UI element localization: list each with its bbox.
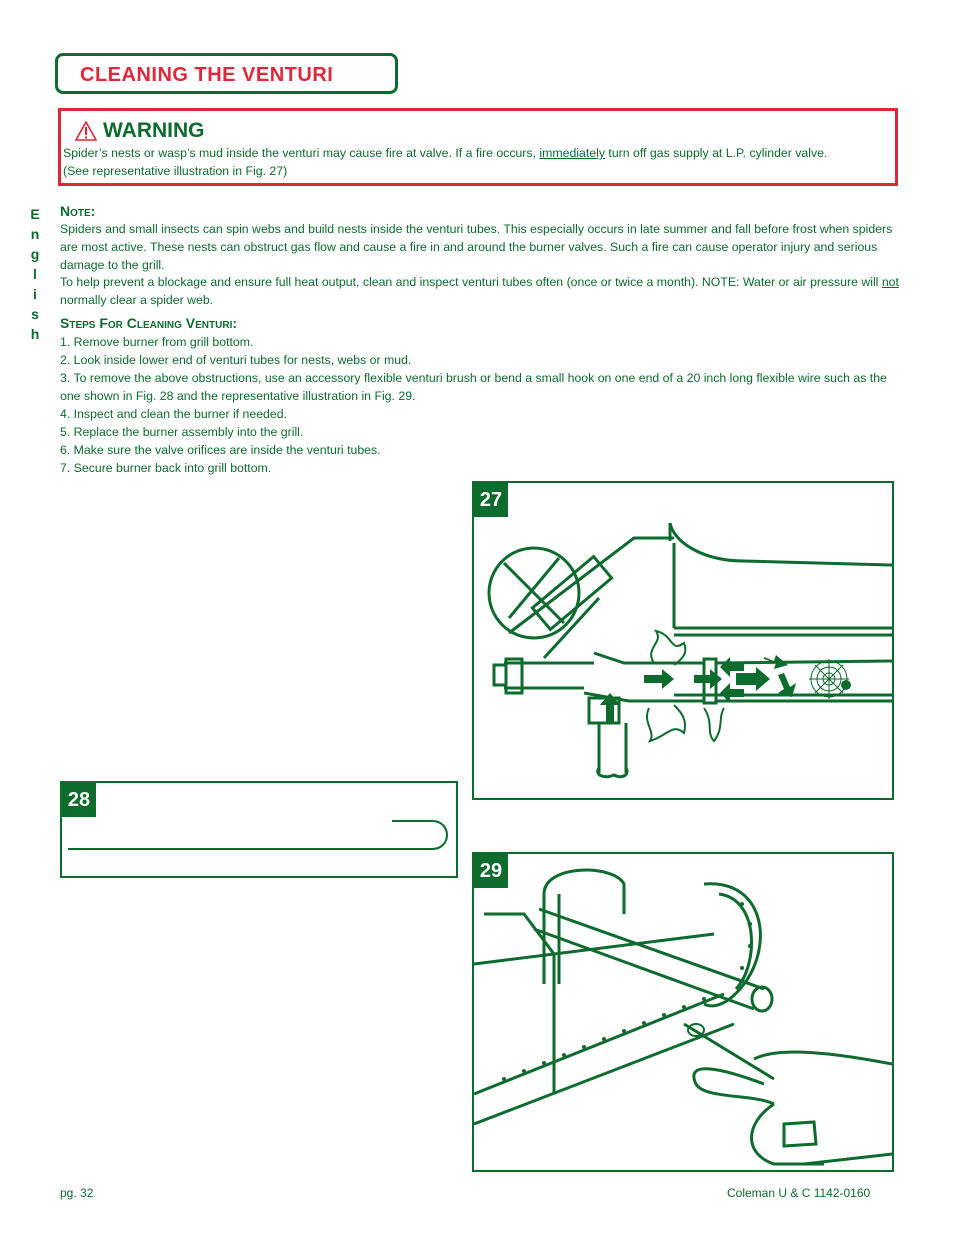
note-paragraph-2: To help prevent a blockage and ensure fu…: [60, 273, 900, 309]
side-tab-letter: n: [30, 226, 40, 242]
section-title-box: CLEANING THE VENTURI: [55, 53, 398, 94]
step-item: 1. Remove burner from grill bottom.: [60, 335, 254, 349]
figure-28: 28: [60, 781, 458, 878]
side-tab-letter: l: [33, 266, 37, 282]
warning-text-line2: (See representative illustration in Fig.…: [63, 164, 288, 178]
side-tab-letter: s: [31, 306, 39, 322]
step-item: 2. Look inside lower end of venturi tube…: [60, 353, 412, 367]
document-id: Coleman U & C 1142-0160: [727, 1186, 871, 1200]
step-item: 4. Inspect and clean the burner if neede…: [60, 407, 287, 421]
warning-text-emphasis: immediately: [539, 146, 605, 160]
page-number: pg. 32: [60, 1186, 94, 1200]
figure-28-number: 28: [62, 783, 96, 817]
side-tab-letter: E: [30, 206, 40, 222]
note-paragraph-1: Spiders and small insects can spin webs …: [60, 222, 893, 272]
section-title: CLEANING THE VENTURI: [80, 64, 334, 86]
wire-cleaning-illustration: [474, 868, 892, 1166]
side-tab-letter: g: [30, 246, 40, 262]
steps-list: 1. Remove burner from grill bottom. 2. L…: [60, 333, 900, 477]
warning-text-part1: Spider’s nests or wasp’s mud inside the …: [63, 146, 540, 160]
note-paragraph-2-part2: normally clear a spider web.: [60, 293, 214, 307]
warning-header: WARNING: [75, 119, 205, 143]
warning-triangle-icon: [75, 121, 97, 141]
warning-box: WARNING Spider’s nests or wasp’s mud ins…: [58, 108, 898, 186]
note-heading: Note:: [60, 203, 96, 219]
warning-text-part2: turn off gas supply at L.P. cylinder val…: [605, 146, 828, 160]
step-item: 5. Replace the burner assembly into the …: [60, 425, 304, 439]
side-tab-letter: i: [33, 286, 37, 302]
side-tab-letter: h: [30, 326, 40, 342]
hooked-wire-illustration: [68, 820, 448, 850]
step-item: 6. Make sure the valve orifices are insi…: [60, 443, 381, 457]
figure-29-number: 29: [474, 854, 508, 888]
step-item: 3. To remove the above obstructions, use…: [60, 371, 887, 403]
warning-text: Spider’s nests or wasp’s mud inside the …: [63, 144, 893, 180]
venturi-fire-illustration: [487, 522, 892, 779]
language-side-tab: E n g l i s h: [28, 204, 42, 344]
note-paragraph-2-emphasis: not: [881, 275, 899, 289]
figure-27: 27: [472, 481, 894, 800]
figure-29: 29: [472, 852, 894, 1172]
steps-heading: Steps For Cleaning Venturi:: [60, 315, 238, 331]
figure-27-number: 27: [474, 483, 508, 517]
note-paragraph-2-part1: To help prevent a blockage and ensure fu…: [60, 275, 882, 289]
warning-title: WARNING: [103, 119, 205, 142]
step-item: 7. Secure burner back into grill bottom.: [60, 461, 272, 475]
